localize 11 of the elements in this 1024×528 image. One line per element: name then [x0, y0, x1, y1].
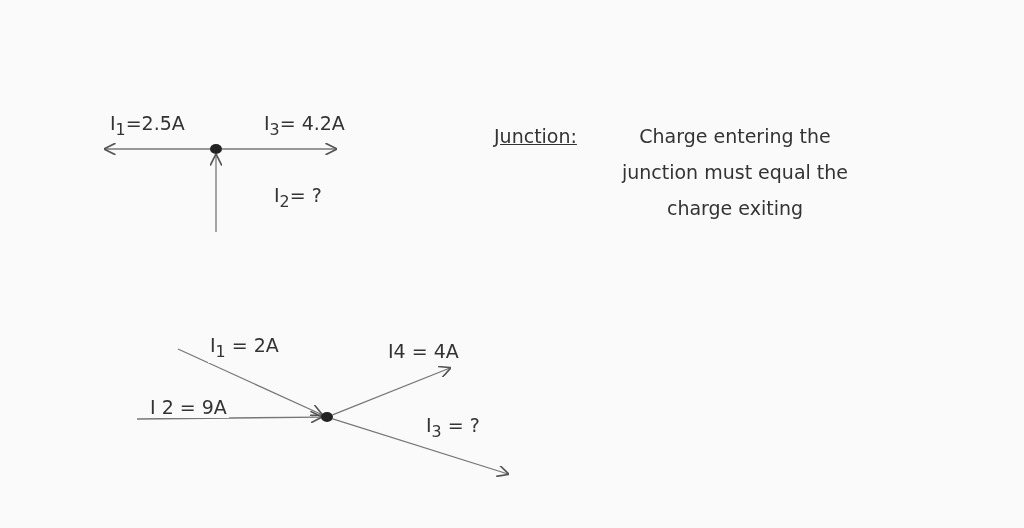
wire-arrow: [209, 153, 223, 233]
wire-arrow: [331, 365, 452, 416]
wire-arrow: [221, 142, 338, 156]
wire-arrow: [103, 142, 211, 156]
junction-dot: [321, 412, 333, 422]
heading: Junction:: [494, 124, 577, 149]
wire-arrow: [332, 418, 510, 478]
wire-arrow: [177, 348, 324, 417]
rule-note: Charge entering the junction must equal the charge exiting: [620, 124, 850, 221]
junction-dot: [210, 144, 222, 154]
wire-arrow: [136, 410, 323, 424]
